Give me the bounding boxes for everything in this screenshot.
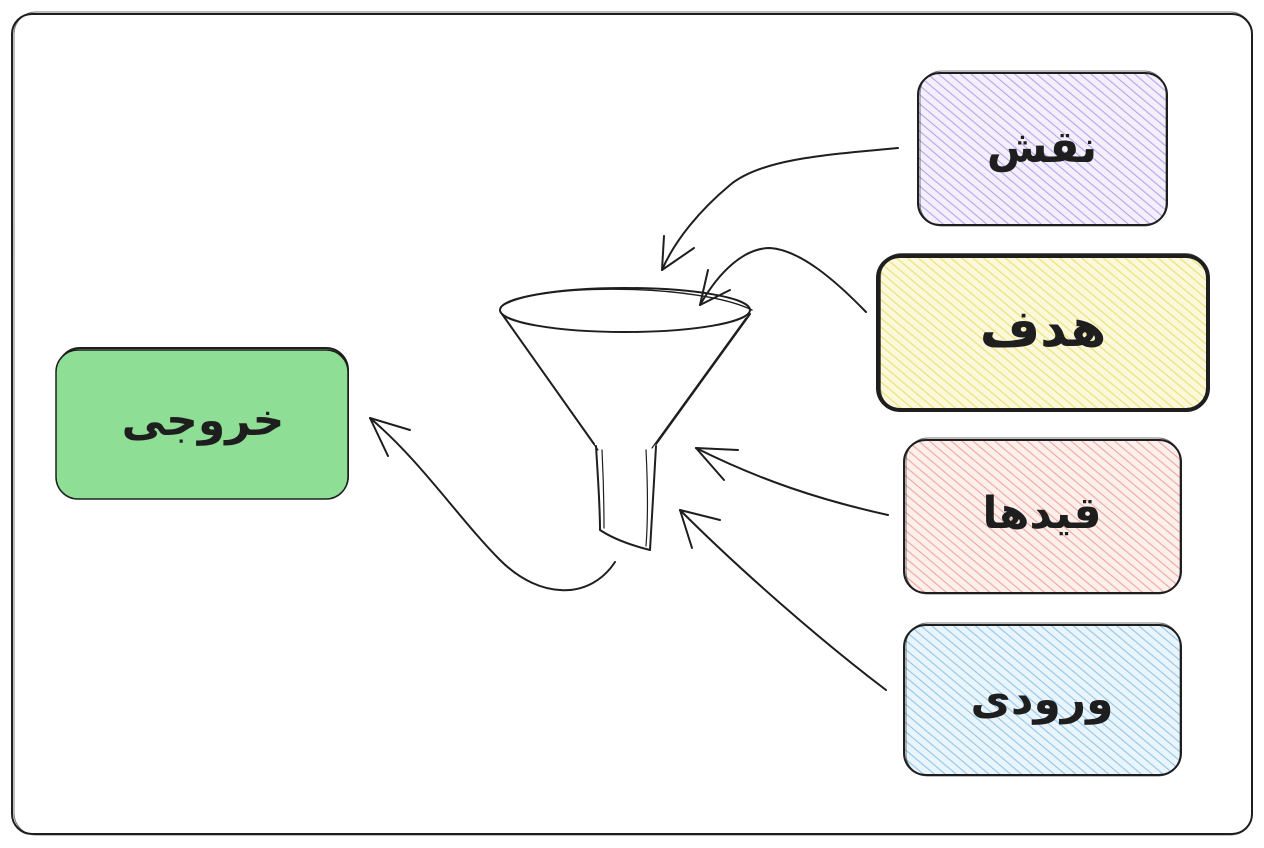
constraints-box[interactable]: قیدها — [903, 437, 1182, 595]
outer-frame — [11, 11, 1253, 836]
role-label: نقش — [987, 122, 1097, 173]
goal-label: هدف — [980, 299, 1107, 359]
arrow-funnel-to-output — [369, 417, 616, 592]
input-box[interactable]: ورودی — [903, 622, 1182, 777]
output-label: خروجی — [122, 395, 285, 446]
goal-box[interactable]: هدف — [876, 253, 1210, 412]
input-label: ورودی — [971, 674, 1114, 725]
arrow-goal-to-funnel — [699, 246, 867, 313]
arrow-constraints-to-funnel — [695, 447, 889, 516]
arrow-input-to-funnel — [679, 509, 887, 691]
output-box[interactable]: خروجی — [55, 347, 349, 500]
arrow-role-to-funnel — [661, 147, 899, 271]
role-box[interactable]: نقش — [917, 70, 1168, 227]
constraints-label: قیدها — [982, 488, 1101, 539]
funnel-icon — [499, 287, 753, 551]
